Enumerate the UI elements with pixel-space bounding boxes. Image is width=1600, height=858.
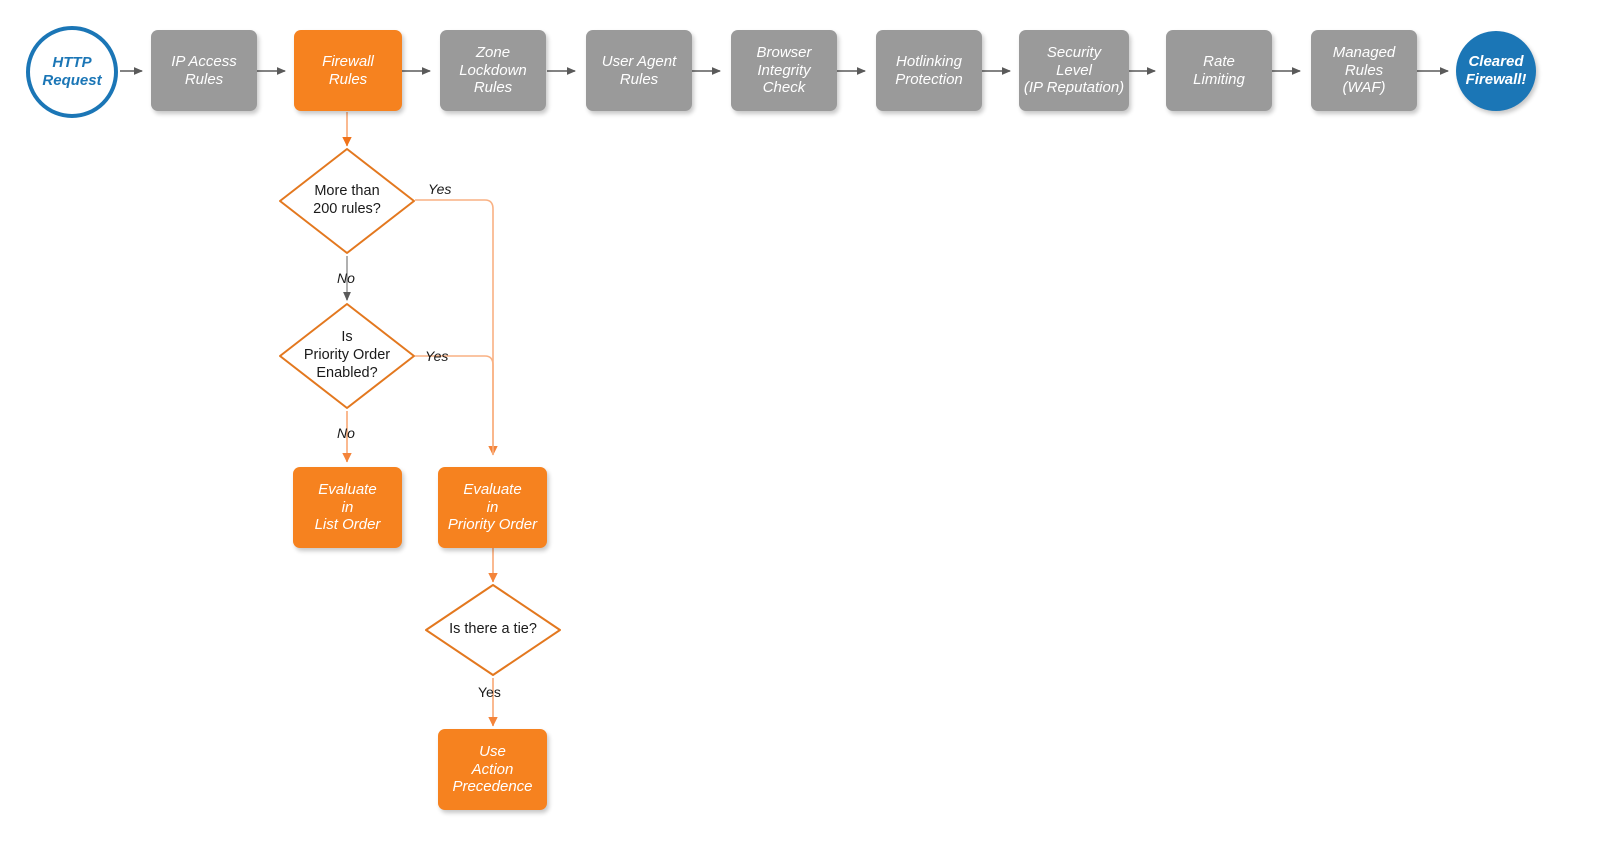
edge-decision1-yes [415,199,498,456]
node-label: Use Action Precedence [452,742,533,796]
edge-label-no-priority-order: No [337,425,355,441]
node-label: HTTP Request [42,54,102,89]
node-label: Evaluate in List Order [314,480,381,534]
node-label: Security Level (IP Reputation) [1023,43,1125,97]
node-label: IP Access Rules [171,52,237,88]
node-label: Managed Rules (WAF) [1332,43,1396,97]
node-rate-limiting[interactable]: Rate Limiting [1166,30,1272,111]
decision-is-there-a-tie[interactable]: Is there a tie? [423,582,563,678]
node-zone-lockdown-rules[interactable]: Zone Lockdown Rules [440,30,546,111]
node-label: Firewall Rules [322,52,374,88]
diamond-shape [279,303,415,409]
node-browser-integrity-check[interactable]: Browser Integrity Check [731,30,837,111]
node-label: Rate Limiting [1193,52,1245,88]
node-managed-rules-waf[interactable]: Managed Rules (WAF) [1311,30,1417,111]
node-evaluate-in-list-order[interactable]: Evaluate in List Order [293,467,402,548]
edge-decision2-yes [415,355,494,455]
edge-label-yes-is-there-a-tie: Yes [478,684,501,700]
edge-label-no-more-than-200: No [337,270,355,286]
node-firewall-rules[interactable]: Firewall Rules [294,30,402,111]
node-label: Zone Lockdown Rules [459,43,527,97]
node-security-level[interactable]: Security Level (IP Reputation) [1019,30,1129,111]
node-label: User Agent Rules [601,52,677,88]
node-label: Cleared Firewall! [1465,53,1527,88]
decision-label: Is Priority Order Enabled? [303,329,391,381]
decision-label: More than 200 rules? [313,183,381,217]
node-label: Hotlinking Protection [895,52,963,88]
diamond-shape [425,584,561,676]
decision-label: Is there a tie? [449,621,537,638]
decision-priority-order-enabled[interactable]: Is Priority Order Enabled? [277,301,417,411]
node-ip-access-rules[interactable]: IP Access Rules [151,30,257,111]
node-label: Browser Integrity Check [756,43,812,97]
decision-more-than-200-rules[interactable]: More than 200 rules? [277,146,417,256]
node-http-request[interactable]: HTTP Request [26,26,118,118]
node-use-action-precedence[interactable]: Use Action Precedence [438,729,547,810]
edge-label-yes-more-than-200: Yes [428,181,452,197]
diamond-shape [279,148,415,254]
edge-label-yes-priority-order: Yes [425,348,449,364]
node-label: Evaluate in Priority Order [447,480,538,534]
node-evaluate-in-priority-order[interactable]: Evaluate in Priority Order [438,467,547,548]
node-user-agent-rules[interactable]: User Agent Rules [586,30,692,111]
node-hotlinking-protection[interactable]: Hotlinking Protection [876,30,982,111]
node-cleared-firewall[interactable]: Cleared Firewall! [1456,31,1536,111]
